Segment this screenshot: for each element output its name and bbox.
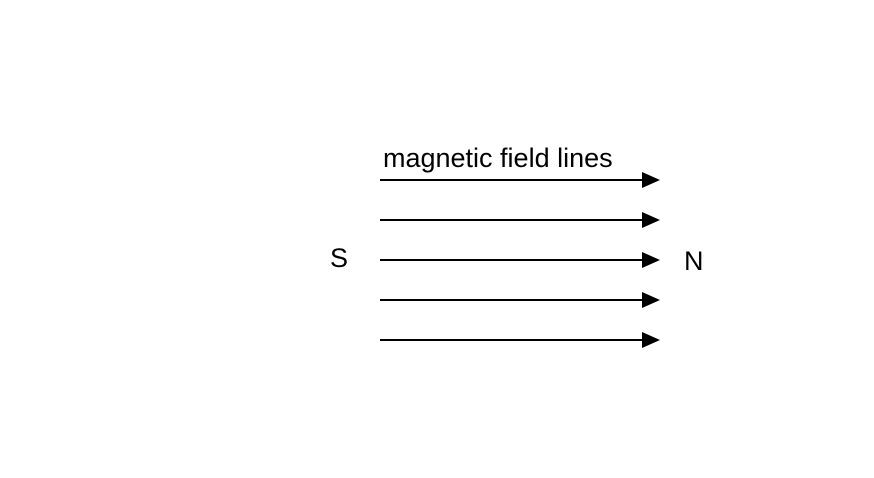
north-pole-label: N [684,246,704,276]
field-line [380,332,660,348]
arrowhead-icon [642,212,660,228]
arrowhead-icon [642,332,660,348]
field-line [380,252,660,268]
arrowhead-icon [642,172,660,188]
arrowhead-icon [642,292,660,308]
arrowhead-icon [642,252,660,268]
south-pole-label: S [330,243,348,273]
field-lines-group [380,172,660,348]
field-line [380,172,660,188]
field-line [380,212,660,228]
field-line [380,292,660,308]
field-lines-caption: magnetic field lines [383,143,613,173]
